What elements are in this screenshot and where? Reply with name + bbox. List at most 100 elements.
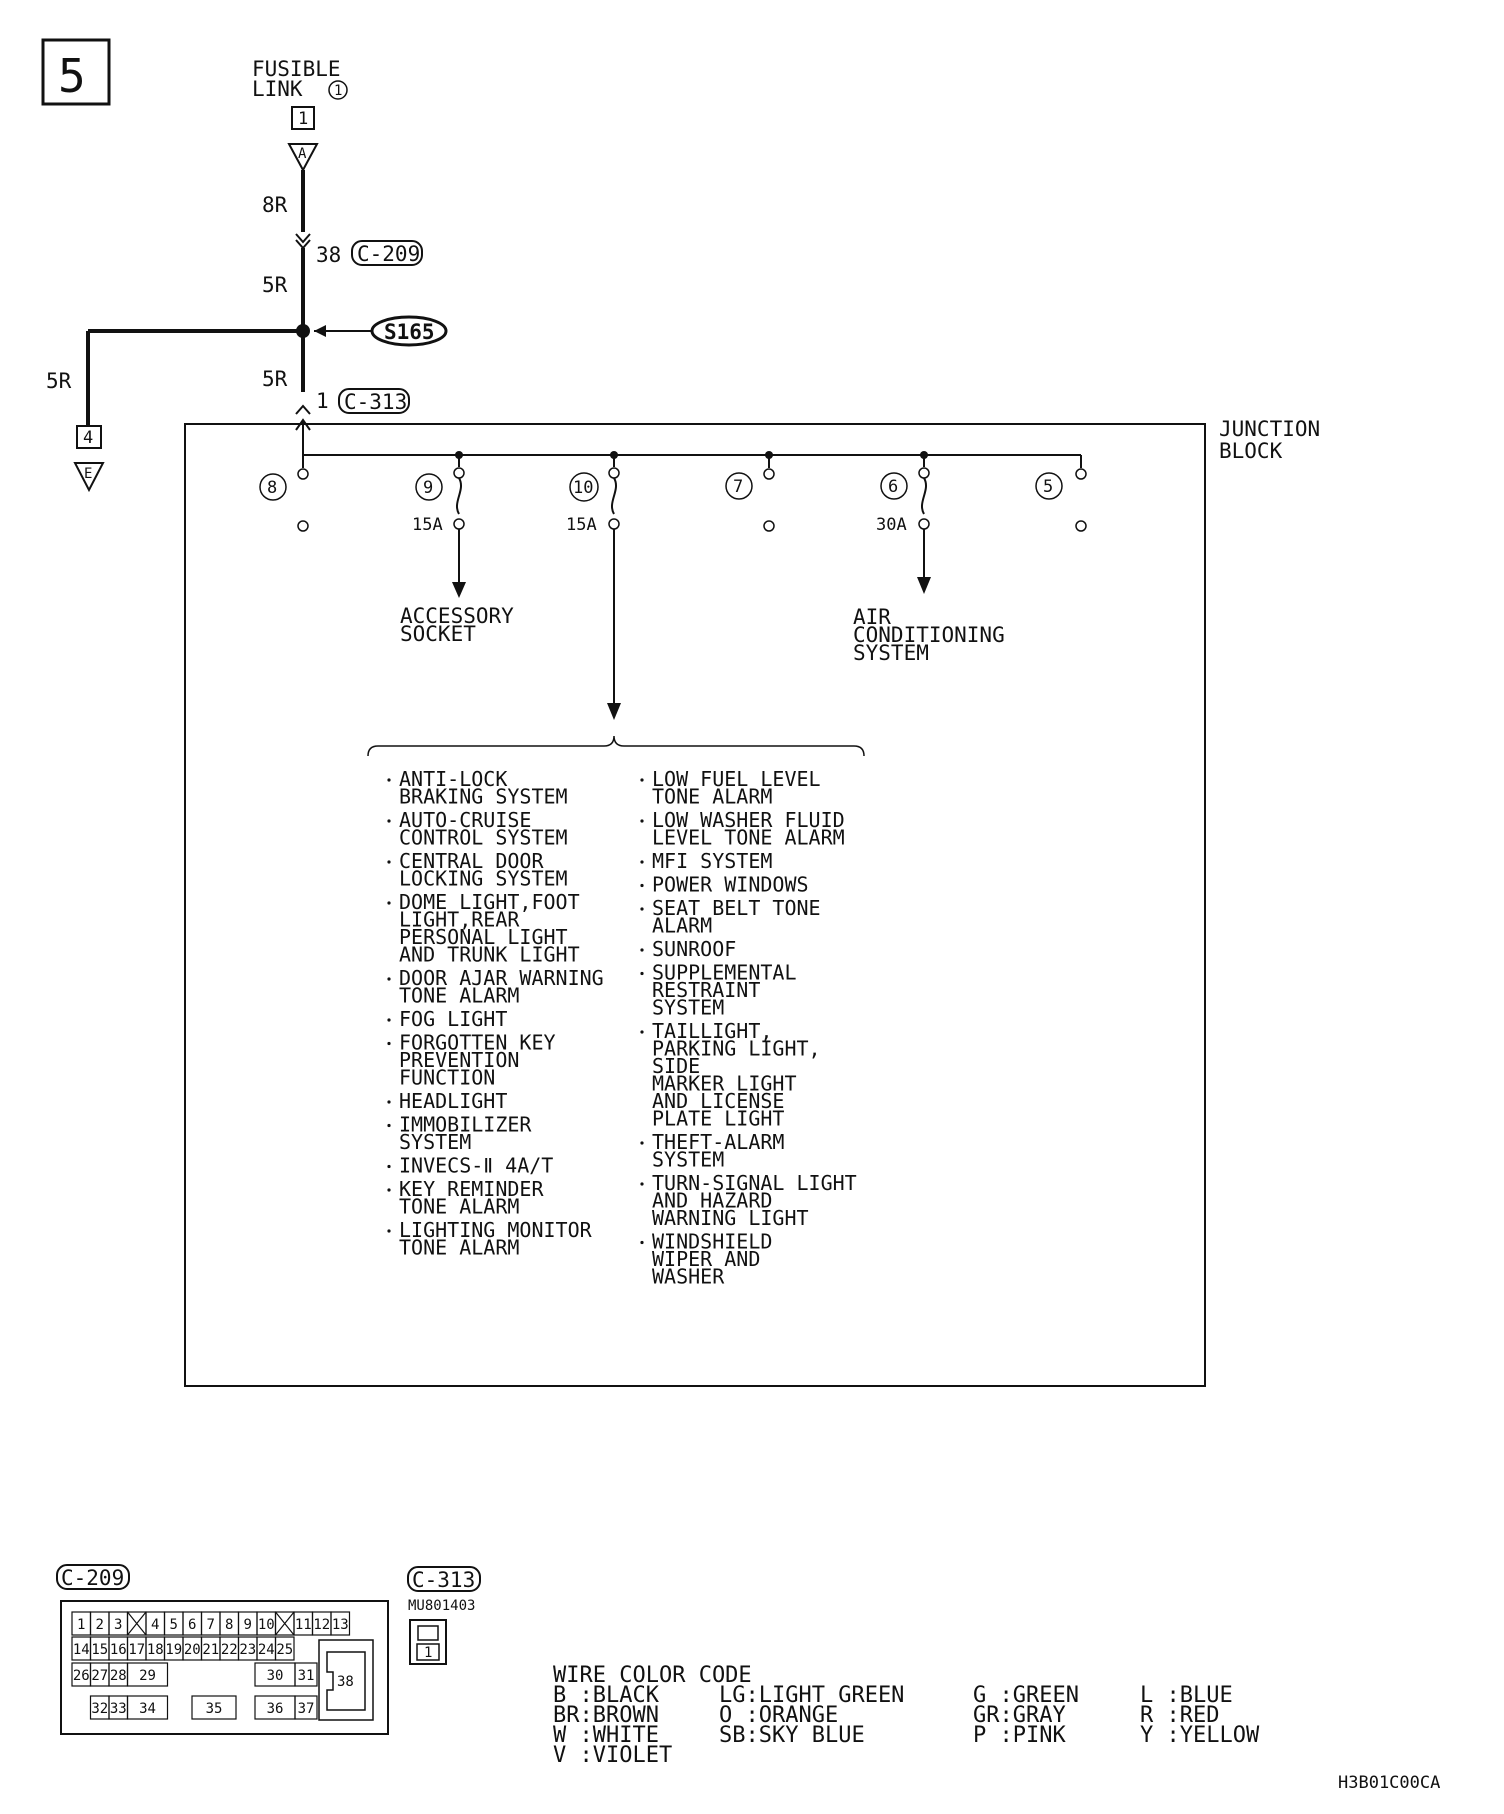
system-item-line: POWER WINDOWS [652,873,809,897]
c313-ref-label: C-313 [344,390,407,414]
wire-color-code-entry: LG:LIGHT GREEN [719,1683,904,1708]
systems-brace [367,735,865,757]
system-bullet [640,1030,644,1034]
system-item-line: WARNING LIGHT [652,1206,809,1230]
system-item-line: FOG LIGHT [399,1007,507,1031]
wire-color-code-entry: Y :YELLOW [1140,1723,1260,1748]
accessory-arrow [452,582,466,598]
system-bullet [640,860,644,864]
system-item-line: LEVEL TONE ALARM [652,826,845,850]
c209-pin-number: 16 [110,1642,127,1658]
system-item-line: FORGOTTEN KEY [399,1031,556,1055]
page-number: 5 [58,49,86,103]
c209-label-frame [56,1564,130,1590]
system-bullet [387,977,391,981]
wire-color-code-entry: SB:SKY BLUE [719,1723,865,1748]
c209-pin-cell [294,1662,318,1687]
system-bullet [387,819,391,823]
c313-part-number: MU801403 [408,1598,475,1614]
fuse8-terminal-bottom [297,520,309,532]
system-bullet [640,819,644,823]
system-bullet [640,778,644,782]
system-bullet [387,1229,391,1233]
fuse9-number-circle [415,473,443,501]
system-item-line: DOME LIGHT,FOOT [399,890,580,914]
system-item-line: KEY REMINDER [399,1177,544,1201]
fusible-link-label-1: FUSIBLE [252,57,341,81]
connector-a-letter: A [298,146,307,162]
system-item-line: TURN-SIGNAL LIGHT [652,1171,857,1195]
system-bullet [387,1188,391,1192]
c209-pin-number: 35 [206,1701,223,1717]
c313-pin-number: 1 [316,389,329,413]
c209-pin-number: 34 [139,1701,156,1717]
c209-pin-number: 27 [91,1668,108,1684]
system-bullet [387,1123,391,1128]
wire-color-code-entry: V :VIOLET [553,1743,672,1768]
fuse9-element [456,477,462,515]
c209-connector-outline [60,1600,389,1735]
c209-pin-38-shape [326,1651,366,1711]
junction-block-label-2: BLOCK [1219,439,1283,463]
fuse8-number: 8 [267,478,277,498]
c209-pin-38-box [318,1639,374,1721]
c209-pin-number: 20 [184,1642,201,1658]
system-item-line: MFI SYSTEM [652,849,772,873]
system-bullet [640,1240,644,1245]
system-item-line: TONE ALARM [399,1236,519,1260]
system-bullet [387,778,391,782]
system-item-line: PARKING LIGHT, [652,1037,821,1061]
c209-pin-number: 10 [258,1617,275,1633]
fuse6-element [921,477,927,515]
fuse5-number-circle [1035,472,1063,500]
wire-color-code-entry: BR:BROWN [553,1703,659,1728]
junction-block-label-1: JUNCTION [1219,417,1320,441]
system-item-line: WASHER [652,1265,725,1289]
connector-e-triangle [73,462,105,493]
fuse9-terminal-bottom [453,518,465,530]
c209-ref-label: C-209 [357,242,420,266]
system-bullet [640,948,644,952]
c209-pin-number: 19 [165,1642,182,1658]
c209-pin-number: 31 [298,1668,315,1684]
c209-pin-cell [294,1695,318,1720]
fuse6-number-circle [880,472,908,500]
c209-pin-number: 29 [139,1668,156,1684]
system-item-line: LIGHTING MONITOR [399,1218,593,1242]
c209-pin-number: 15 [91,1642,108,1658]
connector-e-letter: E [84,466,92,482]
system-item-line: BRAKING SYSTEM [399,785,568,809]
fuse6-number: 6 [888,477,898,497]
wire-color-code-entry: O :ORANGE [719,1703,838,1728]
system-item-line: SYSTEM [652,996,724,1020]
c313-label: C-313 [412,1568,475,1592]
c209-pin-number: 21 [202,1642,219,1658]
system-item-line: SUPPLEMENTAL [652,961,797,985]
system-item-line: INVECS-Ⅱ 4A/T [399,1154,553,1178]
fuse9-rating: 15A [412,515,443,535]
system-item-line: TONE ALARM [399,1195,519,1219]
c313-pin-box [416,1643,440,1661]
system-bullet [387,860,391,864]
system-bullet [387,1041,391,1046]
c209-pin-number: 7 [207,1617,215,1633]
fuse5-terminal-bottom [1075,520,1087,532]
c313-ref-frame [338,388,410,414]
splice-pointer-head [314,325,326,337]
c209-pin-cell [191,1695,237,1720]
c209-pin-cell [330,1611,351,1636]
fuse7-number: 7 [733,477,743,497]
system-bullet [640,971,644,976]
system-item-line: LOCKING SYSTEM [399,867,568,891]
fuse10-element [611,477,617,515]
fuse7-terminal-bottom [763,520,775,532]
system-item-line: TONE ALARM [652,785,772,809]
system-item-line: ANTI-LOCK [399,767,507,791]
fuse5-number: 5 [1043,477,1053,497]
c209-pin-cell [126,1662,169,1687]
fusible-link-number: 1 [334,83,342,99]
